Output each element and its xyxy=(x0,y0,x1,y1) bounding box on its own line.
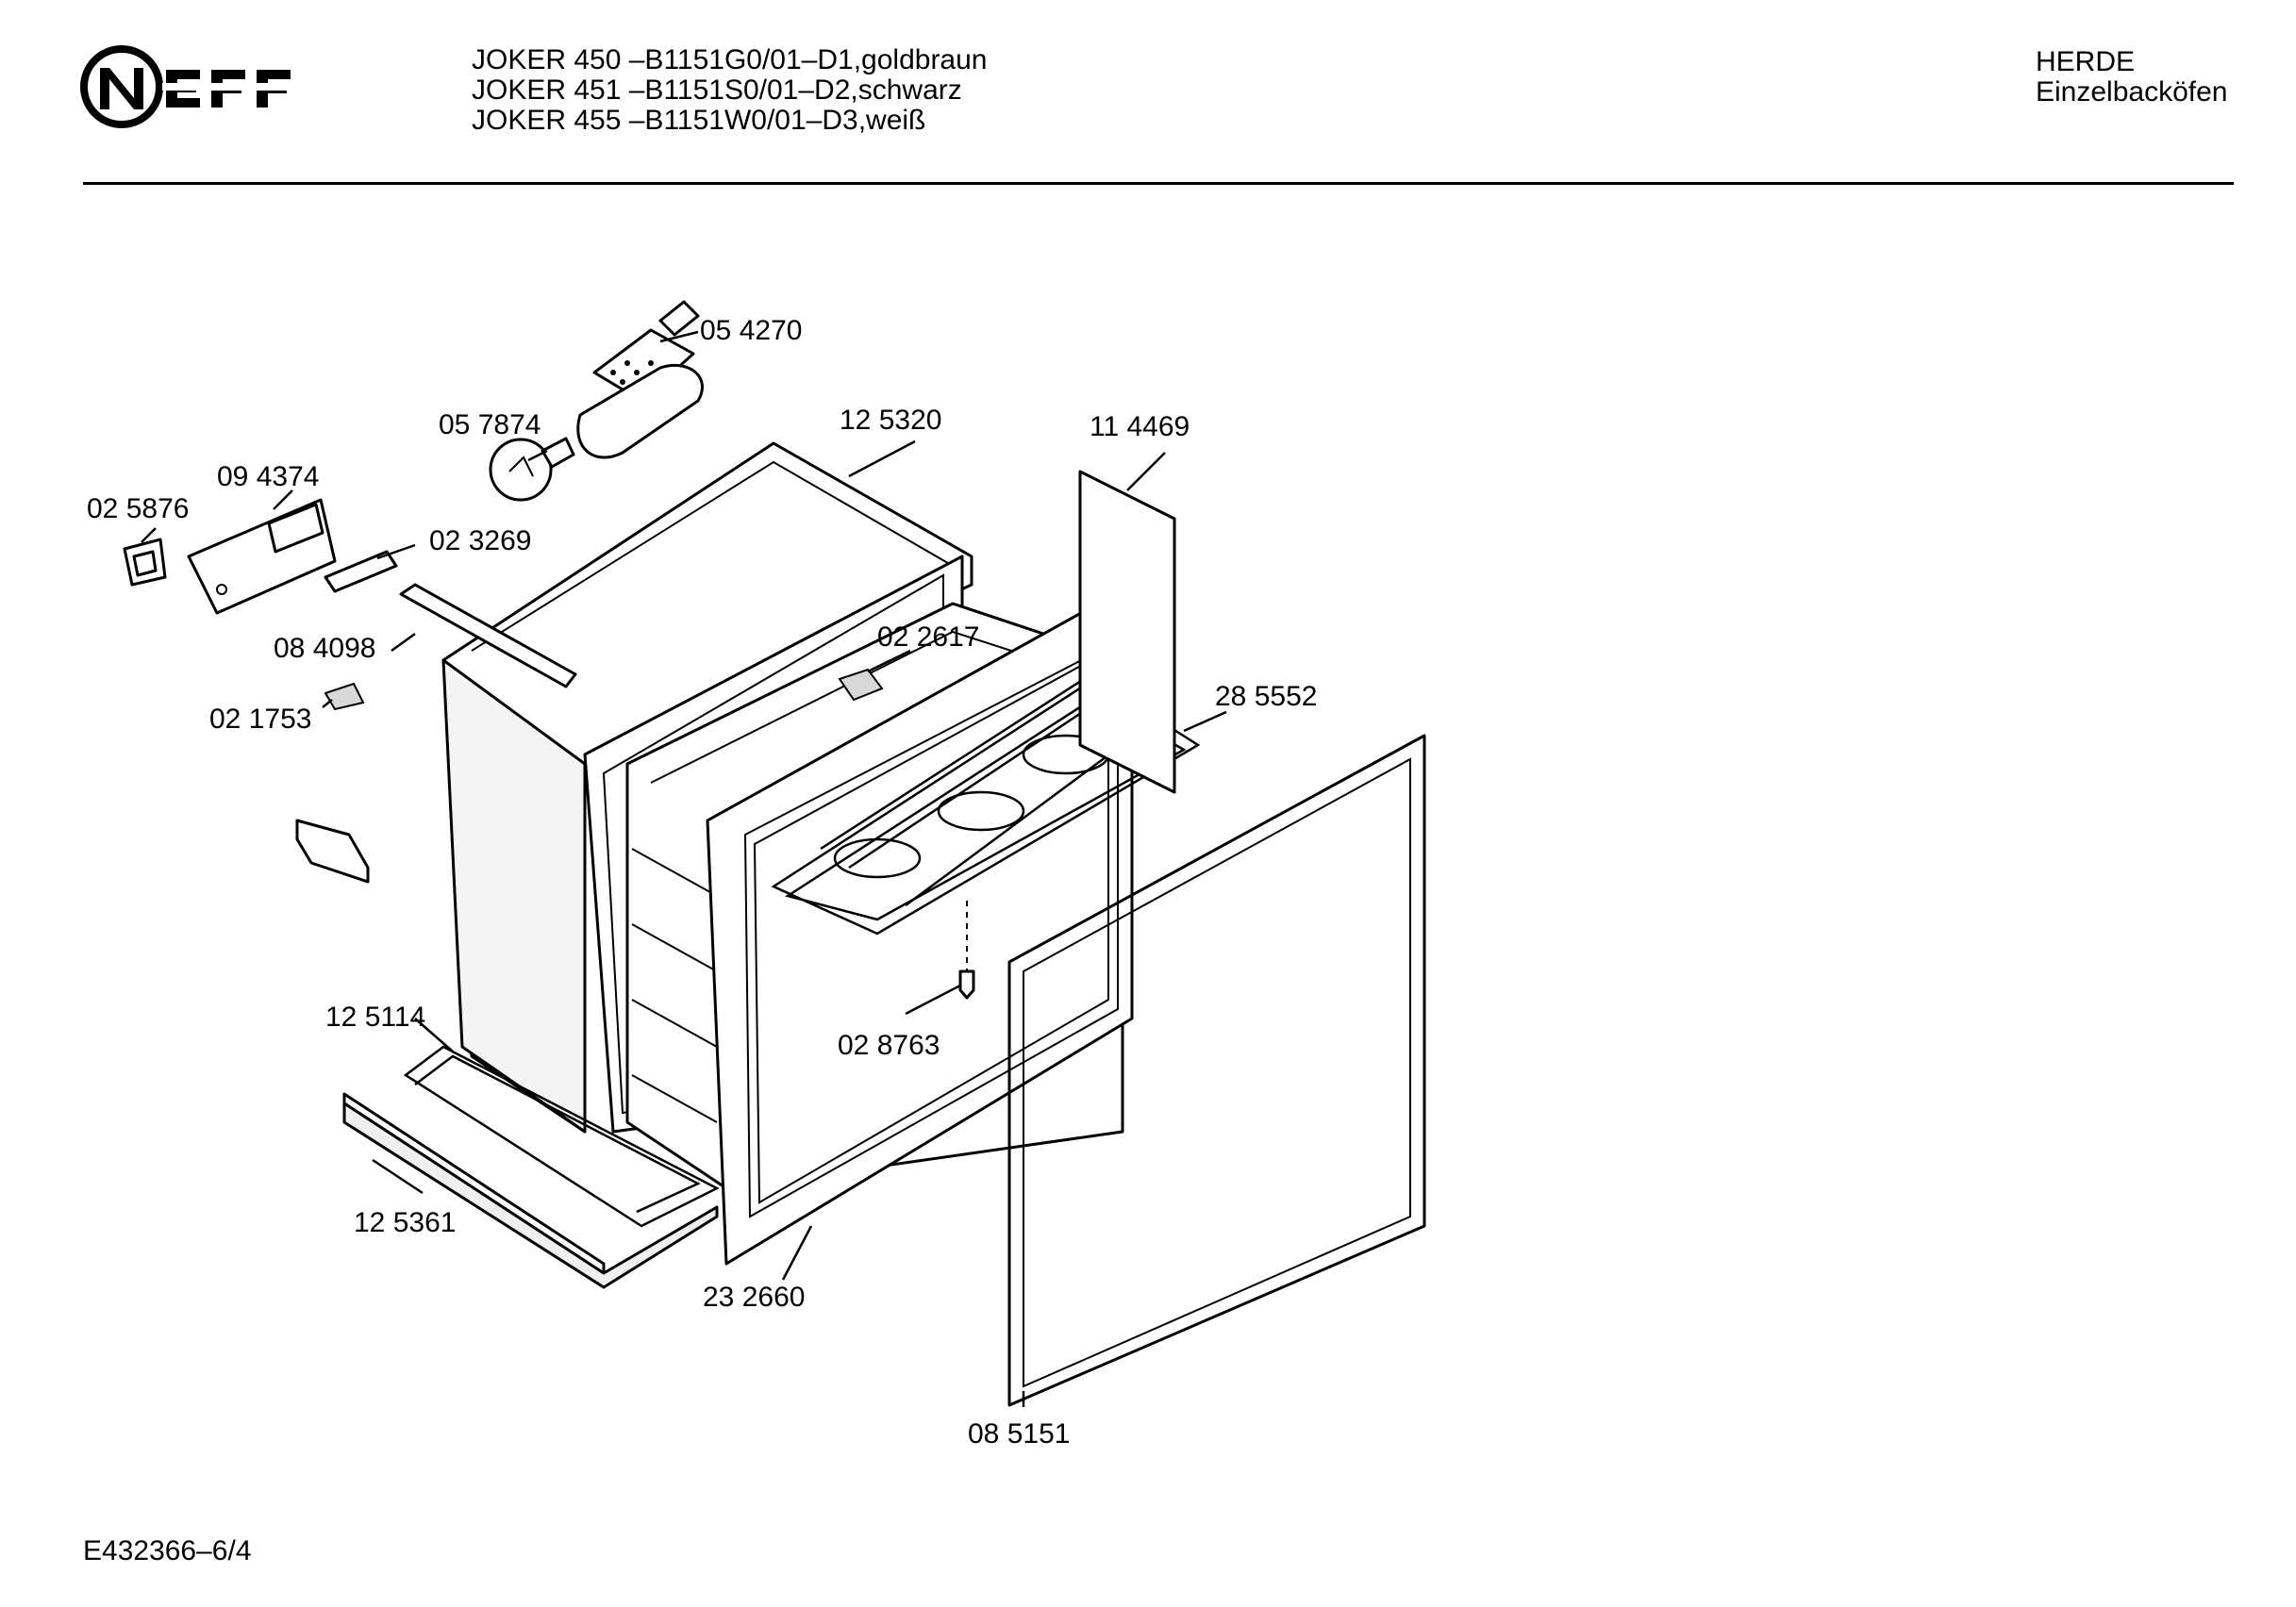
rear-panel xyxy=(1078,470,1176,794)
label-028763: 02 8763 xyxy=(838,1030,940,1061)
rod-084098 xyxy=(399,583,577,688)
seal-023269 xyxy=(324,550,398,593)
clip-025876 xyxy=(123,538,167,587)
model-line-2: JOKER 451 –B1151S0/01–D2,schwarz xyxy=(472,75,962,106)
model-list: JOKER 450 –B1151G0/01–D1,goldbraun JOKER… xyxy=(472,45,988,136)
category-title: HERDE xyxy=(2036,46,2136,77)
lamp-bulb xyxy=(489,437,575,502)
category-subtitle: Einzelbacköfen xyxy=(2036,76,2228,108)
label-285552: 28 5552 xyxy=(1215,681,1317,712)
document-id: E432366–6/4 xyxy=(83,1535,252,1566)
label-021753: 02 1753 xyxy=(209,704,311,735)
clip-021753 xyxy=(324,682,365,711)
neff-logo xyxy=(80,45,362,128)
bottom-element xyxy=(403,1045,720,1228)
bottom-cover xyxy=(342,1092,719,1289)
model-line-3: JOKER 455 –B1151W0/01–D3,weiß xyxy=(472,105,926,136)
label-084098: 08 4098 xyxy=(274,633,375,664)
label-114469: 11 4469 xyxy=(1090,411,1190,442)
label-125114: 12 5114 xyxy=(325,1002,425,1033)
label-094374: 09 4374 xyxy=(217,461,319,492)
header-divider xyxy=(83,182,2234,185)
category-block: HERDE Einzelbacköfen xyxy=(2036,47,2227,108)
label-057874: 05 7874 xyxy=(439,409,541,440)
part-labels: 05 4270 05 7874 12 5320 11 4469 09 4374 … xyxy=(87,315,1317,1450)
model-line-1: JOKER 450 –B1151G0/01–D1,goldbraun xyxy=(472,44,988,75)
label-085151: 08 5151 xyxy=(968,1418,1070,1450)
label-125320: 12 5320 xyxy=(840,405,941,436)
label-125361: 12 5361 xyxy=(354,1207,456,1238)
leader-lines xyxy=(141,330,1227,1407)
front-frame xyxy=(706,583,1134,1266)
nut-022617 xyxy=(838,668,884,702)
bracket-lower xyxy=(295,819,370,884)
label-054270: 05 4270 xyxy=(700,315,802,346)
screw-028763 xyxy=(958,969,975,1000)
bracket-094374 xyxy=(187,498,337,615)
lamp-housing xyxy=(576,300,704,459)
label-232660: 23 2660 xyxy=(703,1282,805,1313)
door-seal xyxy=(1007,734,1426,1407)
label-023269: 02 3269 xyxy=(429,525,531,556)
label-025876: 02 5876 xyxy=(87,493,189,524)
label-022617: 02 2617 xyxy=(877,621,979,653)
